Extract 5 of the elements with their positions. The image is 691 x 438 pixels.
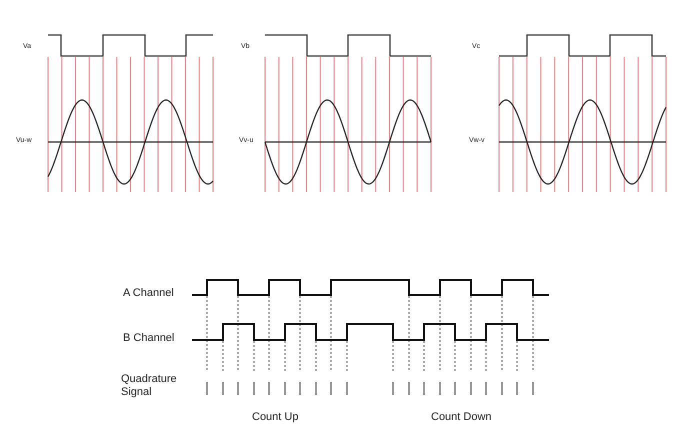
- signal-label: A Channel: [123, 287, 174, 300]
- signal-label: Quadrature Signal: [121, 373, 178, 398]
- signal-label: B Channel: [123, 332, 174, 345]
- signal-label: Count Up: [252, 411, 298, 424]
- signal-label: Count Down: [431, 411, 492, 424]
